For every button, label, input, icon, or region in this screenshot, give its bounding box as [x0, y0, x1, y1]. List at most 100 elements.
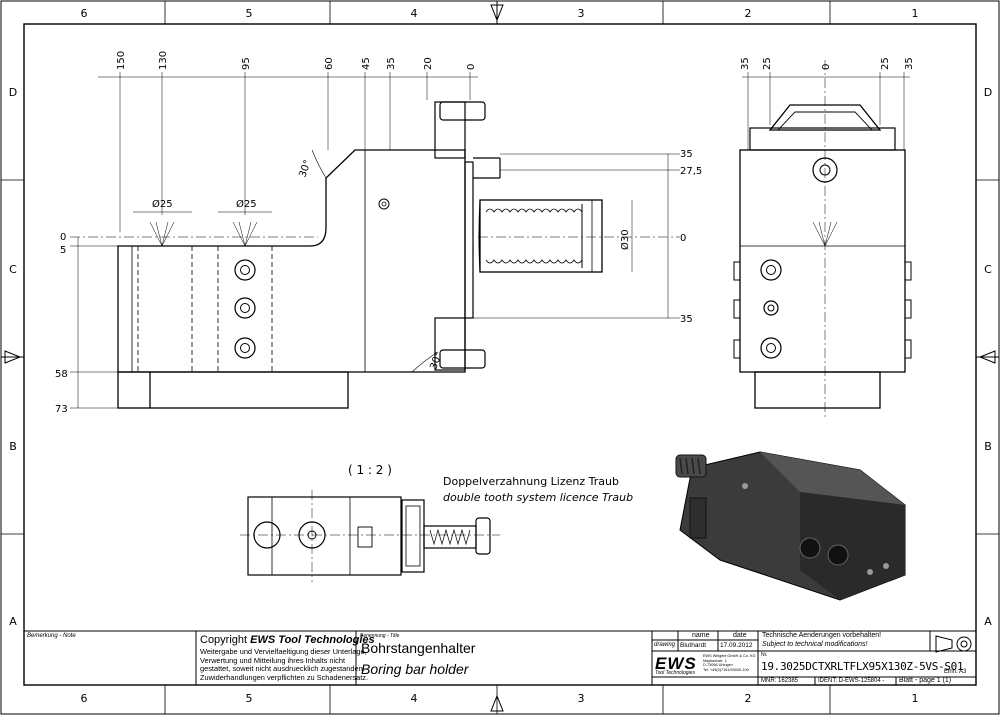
side-dim-25-right: 25 — [880, 57, 891, 70]
front-hidden-bores — [137, 246, 273, 372]
zone-col-1-bottom: 1 — [912, 692, 919, 705]
zone-row-b: B — [9, 440, 17, 453]
remark-label: Bemerkung - Note — [27, 633, 76, 639]
dia25-label-1: Ø25 — [152, 198, 173, 210]
side-dim-lines — [742, 60, 910, 420]
row-drawing: drawing — [654, 642, 676, 648]
front-flange — [434, 101, 501, 371]
front-left-dim-labels: 0 5 58 73 — [55, 232, 68, 415]
copyright-line: Weitergabe und Vervielfaeltigung dieser … — [200, 647, 367, 656]
dim-95: 95 — [241, 57, 252, 70]
side-dim-35-left: 35 — [740, 57, 751, 70]
zone-row-b-right: B — [984, 440, 992, 453]
col-name: name — [692, 632, 710, 639]
ews-logo: EWS — [655, 654, 697, 673]
company-address: EWS Weigele GmbH & Co. KG Maybachstr. 1 … — [703, 654, 755, 673]
front-shank — [478, 199, 603, 273]
unit-label: Einh. A3 — [944, 669, 967, 675]
detail-note-de: Doppelverzahnung Lizenz Traub — [443, 475, 619, 488]
copyright-prefix: Copyright — [200, 634, 251, 646]
side-dim-35-right: 35 — [904, 57, 915, 70]
angle-arc-bottom — [411, 351, 439, 373]
dim-right-35-top: 35 — [680, 149, 693, 160]
dim-20: 20 — [423, 57, 434, 70]
side-dim-0: 0 — [821, 64, 832, 70]
zone-col-6: 6 — [81, 7, 88, 20]
isometric-render — [675, 451, 906, 601]
front-body-outline — [117, 149, 466, 409]
zone-row-c-right: C — [984, 263, 992, 276]
copyright-text: Weitergabe und Vervielfaeltigung dieser … — [200, 647, 368, 682]
zone-col-5: 5 — [246, 7, 253, 20]
side-dim-labels: 35 25 0 25 35 — [740, 57, 915, 70]
detail-outline — [240, 490, 500, 582]
dim-left-73: 73 — [55, 404, 68, 415]
drawn-date: 17.09.2012 — [720, 642, 753, 649]
part-number: 19.3025DCTXRLTFLX95X130Z-5VS-S01 — [761, 660, 964, 673]
zone-col-1: 1 — [912, 7, 919, 20]
angle-arc-top — [311, 149, 327, 179]
dim-left-5: 5 — [60, 245, 66, 256]
detail-view: ( 1 : 2 ) Doppelverzahnung Lizenz Traub … — [240, 463, 633, 582]
dim-150: 150 — [116, 51, 127, 70]
dim-35: 35 — [386, 57, 397, 70]
detail-note-en: double tooth system licence Traub — [443, 491, 633, 504]
dim-60: 60 — [324, 57, 335, 70]
front-right-dim-labels: 35 27,5 0 35 Ø30 30° 30° — [297, 149, 702, 371]
angle-30-top: 30° — [297, 159, 313, 179]
front-left-dim-lines — [70, 236, 318, 409]
dim-0-top: 0 — [466, 64, 477, 70]
side-body — [733, 104, 912, 409]
modification-note-en: Subject to technical modifications! — [762, 641, 868, 648]
projection-symbol — [935, 635, 972, 653]
zone-col-2: 2 — [745, 7, 752, 20]
company-line: D-73066 Uhingen — [703, 663, 733, 668]
zone-col-2-bottom: 2 — [745, 692, 752, 705]
copyright-heading: Copyright EWS Tool Technologies — [200, 634, 375, 646]
col-date: date — [733, 632, 747, 639]
dim-right-27-5: 27,5 — [680, 166, 702, 177]
zone-col-6-bottom: 6 — [81, 692, 88, 705]
copyright-brand: EWS Tool Technologies — [250, 634, 375, 646]
side-view: 35 25 0 25 35 — [733, 57, 915, 420]
zone-col-3-bottom: 3 — [578, 692, 585, 705]
front-top-extension-lines — [98, 72, 478, 232]
dim-45: 45 — [361, 57, 372, 70]
zone-col-4: 4 — [411, 7, 418, 20]
dim-130: 130 — [158, 51, 169, 70]
side-dim-25-left: 25 — [762, 57, 773, 70]
front-view: 150 130 95 60 45 35 20 0 0 5 58 73 — [55, 51, 702, 415]
front-screws — [234, 198, 390, 359]
sheet-number: Blatt - page 1 (1) — [899, 677, 952, 684]
ews-logo-sub: Tool Technologies — [655, 670, 695, 676]
title-german: Bohrstangenhalter — [361, 640, 476, 656]
copyright-line: Verwertung und Mitteilung ihres Inhalts … — [200, 655, 346, 665]
zone-col-4-bottom: 4 — [411, 692, 418, 705]
title-block-grid — [24, 630, 976, 685]
dim-right-0: 0 — [680, 233, 686, 244]
company-line: EWS Weigele GmbH & Co. KG — [703, 654, 756, 658]
dim-left-0: 0 — [60, 232, 66, 243]
dim-left-58: 58 — [55, 369, 68, 380]
front-dia25-dims — [133, 211, 272, 247]
modification-note-de: Technische Aenderungen vorbehalten! — [762, 632, 882, 639]
ident: IDENT: D-EWS-125804 - — [818, 678, 885, 684]
front-right-dim-lines — [465, 153, 680, 319]
zone-row-d-right: D — [984, 86, 992, 99]
drawn-by: Bluthardt — [680, 642, 707, 649]
title-label: Benennung - Title — [360, 633, 400, 639]
zone-col-3: 3 — [578, 7, 585, 20]
zone-row-a: A — [9, 615, 17, 628]
company-line: Maybachstr. 1 — [703, 658, 727, 663]
mnr: MNR: 162385 — [761, 678, 799, 684]
company-line: Tel. +49(0)7161/93040-100 — [703, 668, 749, 673]
nr-label: Nr. — [761, 652, 768, 658]
zone-row-d: D — [9, 86, 17, 99]
zone-labels: 6 5 4 3 2 1 6 5 4 3 2 1 D C B A D C B A — [9, 7, 992, 705]
dia30-label: Ø30 — [619, 229, 631, 250]
detail-scale: ( 1 : 2 ) — [348, 463, 392, 477]
dim-right-35-bottom: 35 — [680, 314, 693, 325]
